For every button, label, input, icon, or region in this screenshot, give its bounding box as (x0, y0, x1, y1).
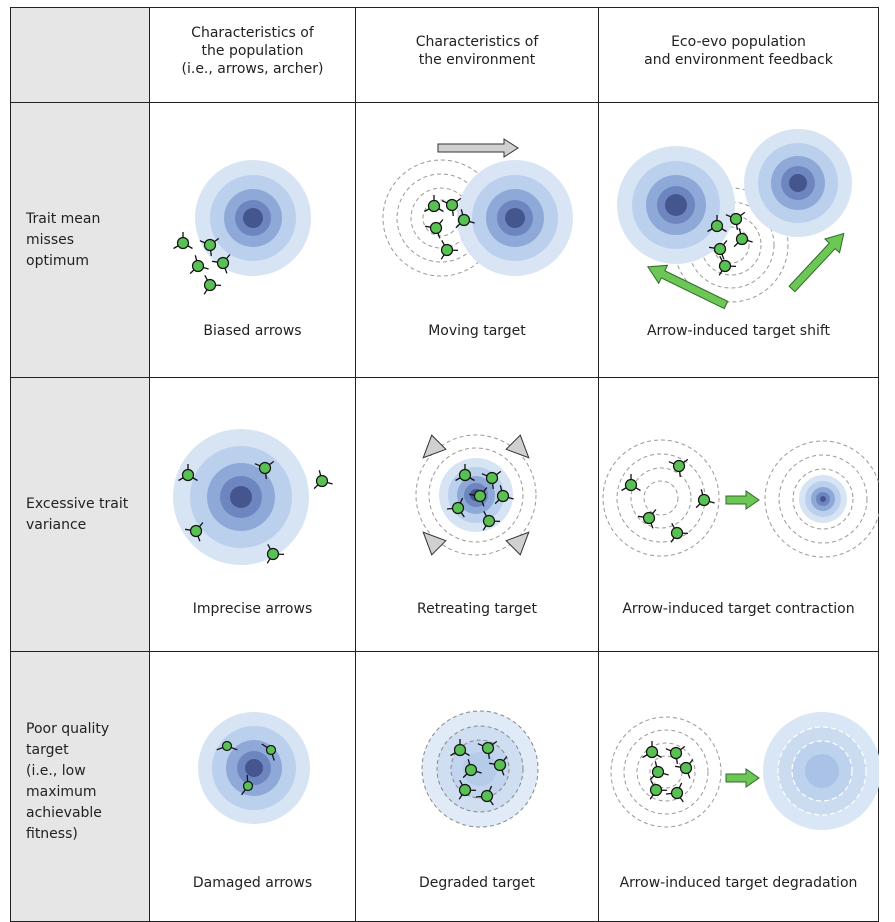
arrow-marker (425, 195, 444, 212)
transition-arrow (726, 769, 759, 787)
caption-target-shift: Arrow-induced target shift (599, 323, 878, 339)
caption-target-degradation: Arrow-induced target degradation (599, 875, 878, 891)
corner-cell (11, 8, 150, 103)
old-target-rings (611, 717, 721, 827)
arrow-marker (669, 459, 688, 477)
row-label-poor-quality: Poor quality target (i.e., low maximum a… (11, 652, 150, 922)
concept-table: Characteristics of the population (i.e.,… (10, 7, 879, 922)
caption-imprecise-arrows: Imprecise arrows (150, 601, 355, 617)
arrow-marker (204, 275, 221, 294)
arrow-marker (314, 470, 333, 488)
panel-target-shift: Arrow-induced target shift (599, 103, 879, 378)
target (195, 160, 311, 276)
panel-retreating-target: Retreating target (356, 378, 599, 652)
arrow-marker (190, 255, 209, 273)
arrow-marker (441, 240, 458, 259)
caption-degraded-target: Degraded target (356, 875, 598, 891)
target (173, 429, 309, 565)
panel-biased-arrows: Biased arrows (150, 103, 356, 378)
arrow-marker (696, 489, 715, 507)
degraded-target (763, 712, 879, 830)
shift-arrow-right (785, 227, 851, 296)
arrow-marker (675, 760, 693, 779)
arrow-marker (622, 474, 641, 491)
panel-degraded-target: Degraded target (356, 652, 599, 922)
caption-biased-arrows: Biased arrows (150, 323, 355, 339)
column-header-feedback: Eco-evo population and environment feedb… (599, 8, 879, 103)
arrow-marker (671, 523, 688, 542)
right-target (744, 129, 852, 237)
arrow-marker (638, 510, 656, 529)
arrow-marker (425, 220, 443, 239)
caption-damaged-arrows: Damaged arrows (150, 875, 355, 891)
contracted-target (799, 475, 847, 523)
arrow-markers (622, 459, 715, 542)
panel-target-contraction: Arrow-induced target contraction (599, 378, 879, 652)
arrow-marker (650, 780, 667, 799)
panel-damaged-arrows: Damaged arrows (150, 652, 356, 922)
arrow-marker (666, 746, 685, 764)
caption-moving-target: Moving target (356, 323, 598, 339)
column-header-environment: Characteristics of the environment (356, 8, 599, 103)
arrow-marker (719, 256, 736, 275)
caption-retreating-target: Retreating target (356, 601, 598, 617)
target (198, 712, 310, 824)
panel-imprecise-arrows: Imprecise arrows (150, 378, 356, 652)
moved-target (457, 160, 573, 276)
panel-target-degradation: Arrow-induced target degradation (599, 652, 879, 922)
caption-target-contraction: Arrow-induced target contraction (599, 601, 878, 617)
arrow-marker (734, 228, 753, 246)
transition-arrow (726, 491, 759, 509)
column-header-population: Characteristics of the population (i.e.,… (150, 8, 356, 103)
movement-arrow (438, 139, 518, 157)
row-label-excess-variance: Excessive trait variance (11, 378, 150, 652)
row-label-mean-misses: Trait mean misses optimum (11, 103, 150, 378)
faded-target (422, 711, 538, 827)
panel-moving-target: Moving target (356, 103, 599, 378)
arrow-marker (174, 232, 193, 249)
arrow-marker (650, 761, 669, 779)
shift-arrow-left (643, 258, 730, 314)
